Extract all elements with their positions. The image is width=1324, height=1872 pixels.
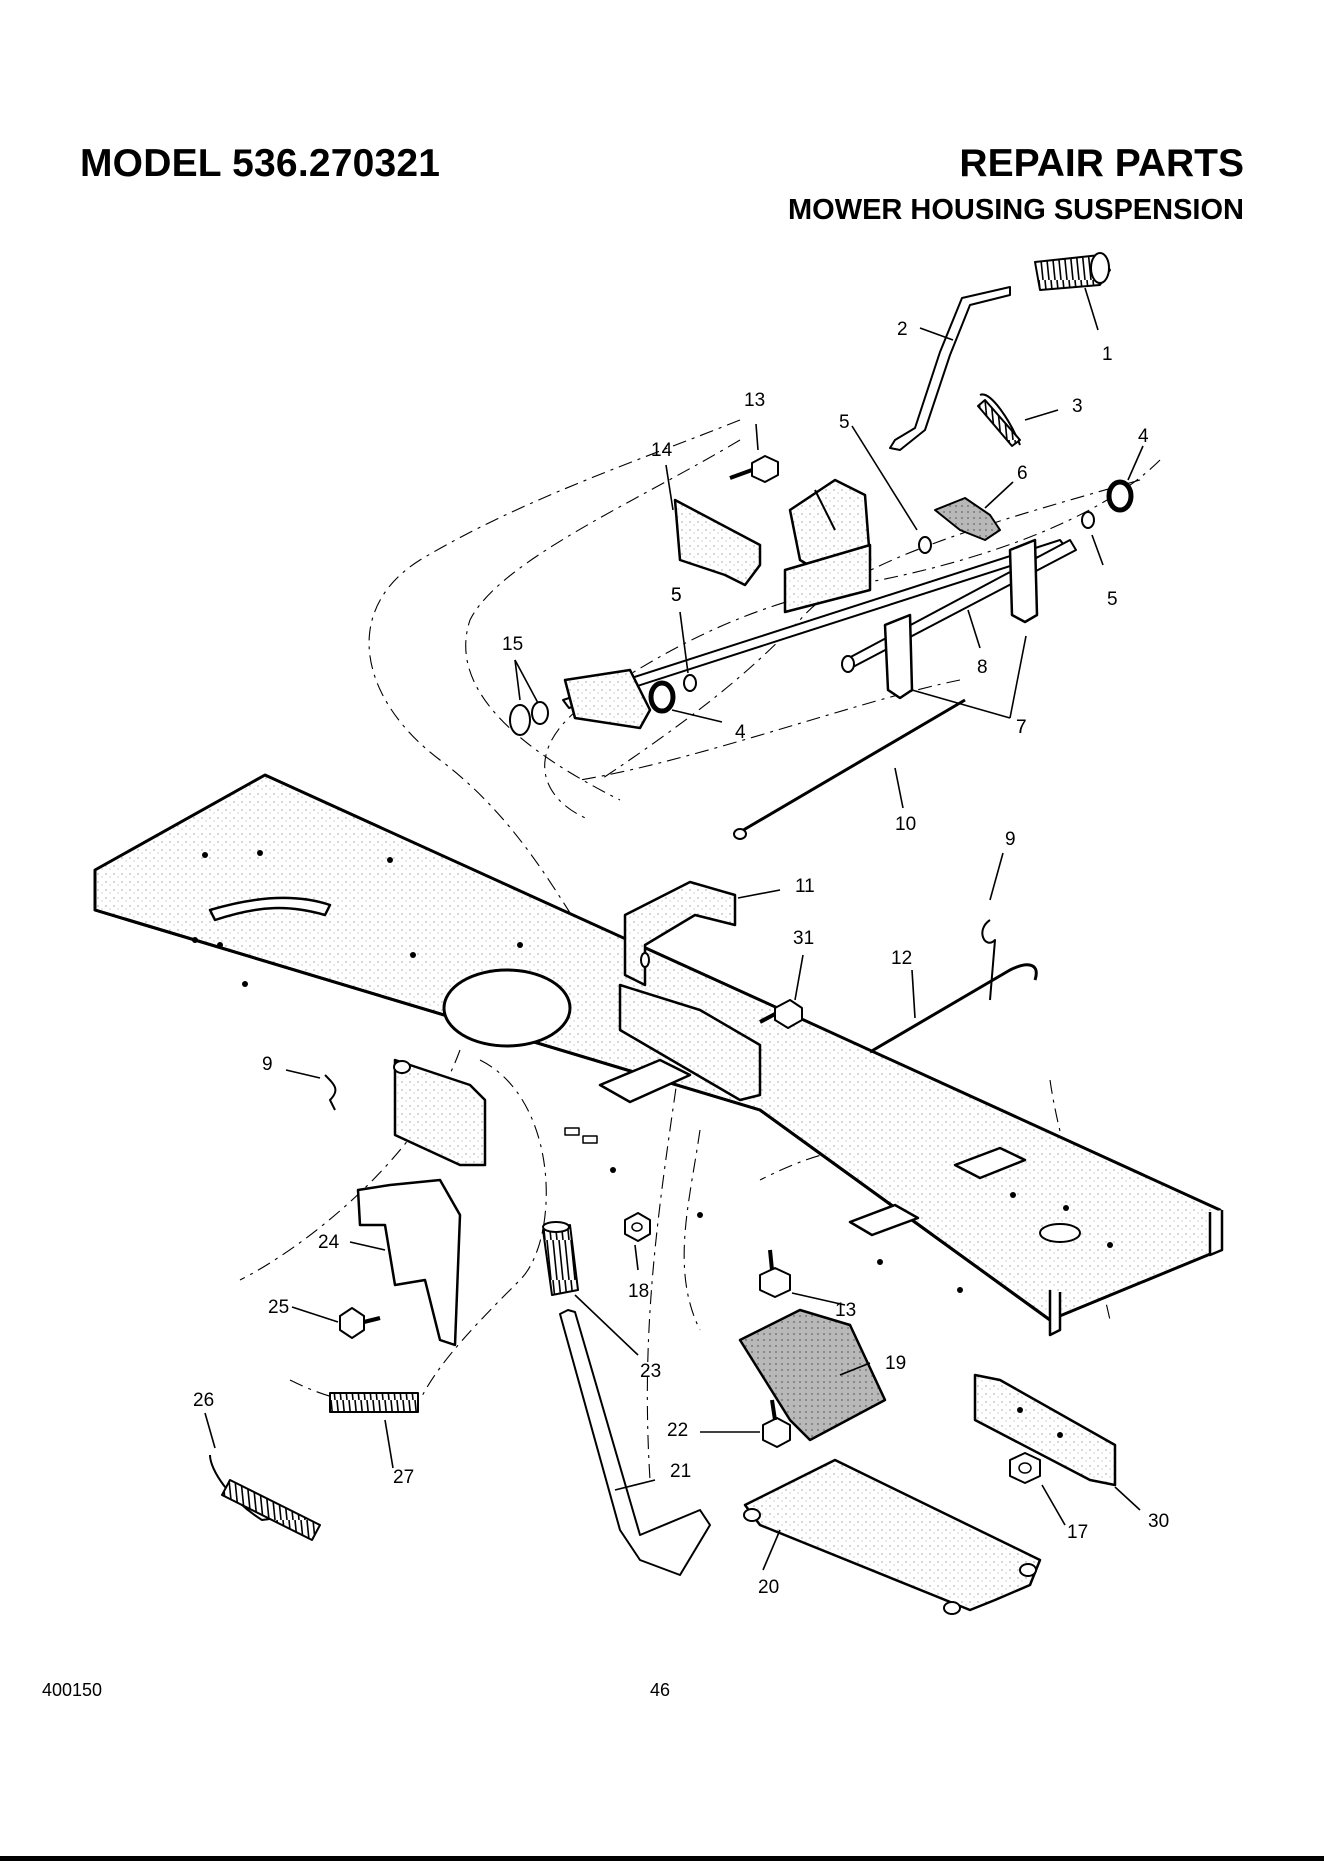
callout-30: 30 (1148, 1511, 1169, 1532)
callout-1: 1 (1102, 344, 1113, 365)
callout-4: 4 (1138, 426, 1149, 447)
callout-14: 14 (651, 440, 673, 461)
callout-7: 7 (1016, 717, 1027, 738)
lower-left-components (210, 1180, 710, 1575)
callout-19: 19 (885, 1353, 906, 1374)
callout-27: 27 (393, 1467, 414, 1488)
callout-5: 5 (671, 585, 682, 606)
page-number: 46 (650, 1680, 670, 1701)
callout-21: 21 (670, 1461, 691, 1482)
callout-5: 5 (1107, 589, 1118, 610)
callout-17: 17 (1067, 1522, 1088, 1543)
callout-9: 9 (262, 1054, 273, 1075)
callout-2: 2 (897, 319, 908, 340)
callout-3: 3 (1072, 396, 1083, 417)
callout-8: 8 (977, 657, 988, 678)
callout-12: 12 (891, 948, 912, 969)
callout-6: 6 (1017, 463, 1028, 484)
callout-24: 24 (318, 1232, 340, 1253)
callout-13: 13 (835, 1300, 856, 1321)
callout-9: 9 (1005, 829, 1016, 850)
callout-20: 20 (758, 1577, 779, 1598)
callout-13: 13 (744, 390, 765, 411)
callout-31: 31 (793, 928, 814, 949)
callout-11: 11 (795, 876, 815, 897)
callout-15: 15 (502, 634, 523, 655)
upper-shaft-assembly (510, 253, 1131, 839)
bottom-rule (0, 1856, 1324, 1861)
callout-10: 10 (895, 814, 916, 835)
callout-25: 25 (268, 1297, 289, 1318)
callout-22: 22 (667, 1420, 688, 1441)
document-number: 400150 (42, 1680, 102, 1701)
callout-26: 26 (193, 1390, 214, 1411)
callout-4: 4 (735, 722, 746, 743)
callout-18: 18 (628, 1281, 649, 1302)
callout-5: 5 (839, 412, 850, 433)
callout-23: 23 (640, 1361, 661, 1382)
